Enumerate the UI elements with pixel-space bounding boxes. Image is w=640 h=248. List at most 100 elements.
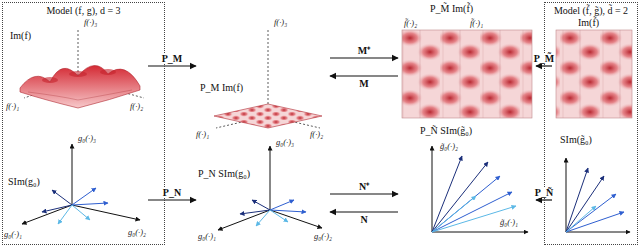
model-panel: Model (f̃, g̃), d̃ = 2Im(f̃) SIm(g̃₀) (544, 2, 638, 245)
map-label: P_N (162, 187, 182, 198)
heatmap (556, 30, 632, 118)
vector-plot (240, 200, 270, 214)
vector-plot (256, 210, 270, 226)
map-label: M⁺ (357, 45, 371, 56)
projected-subspace: P_Ñ SIm(g̃₀) (398, 124, 536, 246)
vector-plot (270, 210, 306, 212)
vector-plot (566, 176, 604, 232)
axis-label: f(·)₃ (274, 18, 287, 28)
plot-title: P_M Im(f) (200, 82, 243, 94)
surface-plot (20, 65, 140, 108)
surface-plot (42, 77, 58, 83)
model-panel: Model (f, g), d = 3 Im(f) SIm(g₀) (2, 2, 165, 245)
plot-title: P_M̃ Im(f̃) (430, 3, 473, 15)
axis-label: g̃₀(·)₁ (500, 218, 518, 228)
plot-title: Im(f̃) (578, 17, 599, 29)
map-label: N (359, 214, 368, 225)
map-label: P_M (161, 53, 184, 64)
vector-plot (566, 232, 630, 233)
vector-plot (22, 144, 630, 232)
axis-label: g₀(·)₂ (314, 232, 332, 242)
panel-title: Model (f, g), d = 3 (46, 5, 120, 17)
vector-plot (218, 210, 270, 230)
surface-plot (100, 69, 116, 75)
surface-plot (69, 71, 87, 77)
heatmap (402, 30, 632, 118)
vector-plot (72, 205, 140, 220)
vector-plot (58, 205, 90, 224)
vector-plot (240, 210, 270, 214)
vector-plot (270, 200, 306, 212)
surface-plot (20, 28, 144, 108)
vector-plot (252, 200, 270, 210)
vector-plot (270, 146, 271, 210)
panel-title: Model (f̃, g̃), d̃ = 2 (554, 5, 628, 17)
image-heatmap: Im(f̃) (552, 16, 634, 120)
projected-heatmap: P_M̃ Im(f̃) (398, 0, 536, 122)
plot-title: SIm(g̃₀) (560, 134, 592, 146)
vector-plot (432, 232, 528, 233)
vector-plot (72, 188, 108, 205)
vector-plot (42, 190, 72, 212)
map-arrow (330, 57, 398, 58)
axis-label: f(·)₁ (6, 102, 19, 112)
axis-label: f(·)₂ (310, 130, 323, 140)
axis-label: f̃(·)₂ (404, 19, 417, 29)
map-arrow (330, 211, 398, 212)
vector-plot (22, 205, 72, 224)
vector-plot (218, 146, 322, 230)
vector-plot (72, 205, 90, 220)
vector-plot (432, 176, 500, 232)
vector-plot (566, 194, 616, 232)
map-label: N⁺ (358, 181, 370, 192)
axis-label: f(·)₁ (196, 130, 209, 140)
vector-plot (432, 162, 488, 232)
axis-label: g₀(·)₂ (128, 228, 146, 238)
axis-label: f(·)₂ (130, 102, 143, 112)
vector-plot (270, 210, 322, 228)
image-surface: Im(f) (6, 18, 148, 118)
map-label: M (358, 78, 369, 89)
vector-plot (566, 158, 567, 232)
axis-label: g₀(·)₁ (4, 230, 22, 240)
vector-plot (432, 146, 528, 232)
map-arrow (330, 75, 398, 76)
axis-label: g₀(·)₃ (276, 138, 294, 148)
plot-title: SIm(g₀) (8, 176, 40, 188)
plot-title: P_Ñ SIm(g̃₀) (420, 125, 472, 137)
axis-label: g₀(·)₃ (78, 134, 96, 144)
vector-plot (72, 144, 73, 205)
heatmap (402, 30, 532, 118)
vector-plot (566, 206, 596, 232)
surface-plot (28, 90, 132, 100)
flat-plane-plot (214, 28, 322, 128)
axis-label: g̃₀(·)₂ (440, 142, 458, 152)
map-label: P_Ñ (534, 187, 554, 198)
map-arrow (148, 199, 196, 200)
vector-plot (566, 194, 624, 232)
vector-plot (270, 200, 294, 210)
projected-subspace: P_N SIm(g₀) (196, 138, 330, 242)
plot-title: Im(f) (10, 30, 31, 42)
plot-title: P_N SIm(g₀) (198, 168, 250, 180)
map-arrow (330, 193, 398, 194)
axis-label: g₀(·)₁ (198, 232, 216, 242)
vector-plot (72, 203, 108, 205)
vector-plot (566, 206, 596, 232)
vector-plot (432, 196, 476, 232)
vector-plot (566, 158, 630, 232)
axis-label: f̃(·)₁ (470, 19, 483, 29)
projected-image: P_M Im(f) (196, 18, 330, 135)
vector-plot (256, 210, 288, 226)
vector-plot (58, 205, 72, 224)
vector-plot (566, 168, 604, 232)
vector-plot (270, 210, 288, 222)
vector-plot (52, 190, 72, 205)
subspace-vectors: SIm(g₀) (6, 130, 148, 242)
subspace-vectors: SIm(g̃₀) (552, 130, 634, 242)
axis-label: f(·)₃ (84, 18, 97, 28)
flat-plane-plot (214, 104, 322, 128)
vector-plot (72, 188, 96, 205)
map-arrow (148, 65, 196, 66)
